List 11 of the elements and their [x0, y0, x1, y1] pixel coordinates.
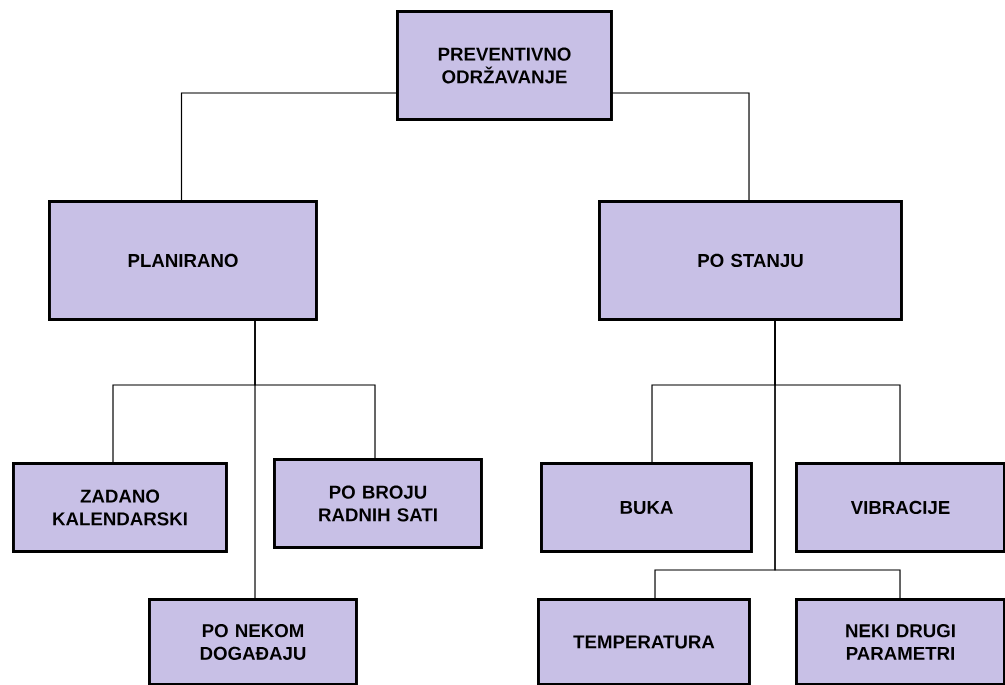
process-box: BUKA [540, 462, 753, 553]
process-box: TEMPERATURA [537, 598, 751, 685]
process-box: PLANIRANO [48, 200, 318, 321]
process-box: NEKI DRUGI PARAMETRI [795, 598, 1005, 685]
process-box: ZADANO KALENDARSKI [12, 462, 228, 553]
process-box: PO NEKOM DOGAĐAJU [148, 598, 358, 685]
connector-line [180, 92, 397, 201]
process-box: PREVENTIVNO ODRŽAVANJE [396, 10, 613, 121]
process-box: PO BROJU RADNIH SATI [273, 458, 483, 549]
process-box: VIBRACIJE [795, 462, 1005, 553]
process-box: PO STANJU [598, 200, 903, 321]
